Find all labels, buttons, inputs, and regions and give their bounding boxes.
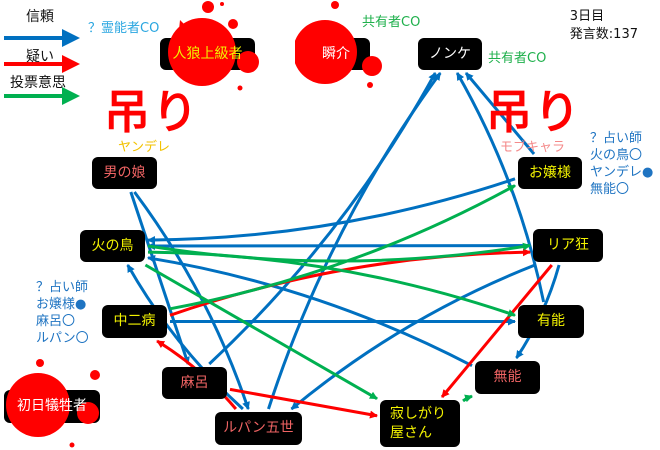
blood-splatter-icon (168, 1, 259, 91)
edge-trust (290, 263, 536, 411)
edge-trust (464, 72, 536, 155)
node-chuunibyou[interactable]: 中二病 (102, 305, 167, 338)
medium-co-note: ？霊能者CO (88, 21, 160, 36)
day-counter: 3日目 発言数:137 (570, 8, 638, 44)
shared-co-note-2: 共有者CO (488, 51, 547, 66)
node-label: 男の娘 (103, 164, 146, 181)
seer-right-line: ？占い師 (590, 131, 643, 146)
node-sabishigari[interactable]: 寂しがり屋さん (380, 400, 460, 447)
node-label: 初日犠牲者 (17, 398, 87, 415)
edge-trust (147, 255, 473, 368)
seer-left-line: ルパン〇 (36, 331, 89, 346)
shared-co-note-1: 共有者CO (362, 15, 421, 30)
hanged-mark-right: 吊り (486, 85, 582, 139)
node-label: 瞬介 (322, 45, 350, 62)
hanged-name-right: モブキャラ (500, 140, 566, 155)
edge-doubt (440, 264, 553, 398)
legend-arrowhead-icon (62, 29, 80, 47)
blood-splatter-icon (6, 359, 100, 448)
hanged-name-left: ヤンデレ (118, 140, 171, 155)
seer-result-right: ？占い師 火の鳥〇 ヤンデレ● 無能〇 (590, 130, 653, 198)
node-lupin[interactable]: ルパン五世 (215, 412, 302, 445)
node-label: 中二病 (113, 313, 156, 330)
node-label: お嬢様 (529, 164, 571, 181)
seer-left-line: ？占い師 (36, 280, 89, 295)
node-munou[interactable]: 無能 (475, 361, 540, 394)
edge-vote (144, 263, 378, 400)
edge-vote (169, 184, 516, 311)
legend-label-trust: 信頼 (26, 9, 54, 25)
node-hinotori[interactable]: 火の鳥 (80, 230, 145, 262)
blood-splatter-icon (295, 1, 382, 88)
node-label: ルパン五世 (223, 420, 294, 437)
node-otokonoko[interactable]: 男の娘 (92, 157, 157, 189)
legend-arrowhead-icon (62, 87, 80, 105)
legend-label-vote: 投票意思 (10, 75, 66, 91)
seer-left-line: 麻呂〇 (36, 314, 76, 329)
hanged-mark-left: 吊り (104, 85, 200, 139)
legend-arrowhead-icon (62, 55, 80, 73)
legend-label-doubt: 疑い (26, 49, 54, 65)
node-label: 人狼上級者 (172, 45, 243, 62)
node-label: リア狂 (547, 237, 589, 254)
node-riakyou[interactable]: リア狂 (533, 229, 603, 262)
seer-right-line: ヤンデレ● (590, 165, 654, 180)
node-maro[interactable]: 麻呂 (162, 367, 227, 399)
post-count: 発言数:137 (569, 27, 638, 42)
edge-doubt (229, 387, 378, 419)
node-label: 麻呂 (180, 374, 209, 391)
node-label: 火の鳥 (91, 237, 134, 254)
edge-vote (147, 250, 516, 317)
edge-trust (129, 191, 190, 365)
edge-trust (455, 72, 546, 303)
edge-trust (147, 177, 516, 245)
node-label: 寂しがり屋さん (390, 405, 446, 441)
day-label: 3日目 (569, 9, 605, 24)
node-label: 有能 (537, 313, 565, 330)
node-label: 無能 (493, 369, 522, 386)
seer-right-line: 無能〇 (590, 182, 630, 197)
node-label: ノンケ (429, 45, 471, 62)
seer-result-left: ？占い師 お嬢様● 麻呂〇 ルパン〇 (36, 279, 89, 347)
node-ojousama[interactable]: お嬢様 (518, 157, 582, 189)
node-yuunou[interactable]: 有能 (518, 305, 584, 338)
edge-vote (462, 394, 473, 403)
node-nonke[interactable]: ノンケ (418, 38, 482, 70)
edge-trust (267, 72, 442, 410)
seer-left-line: お嬢様● (36, 297, 87, 312)
seer-right-line: 火の鳥〇 (590, 148, 643, 163)
